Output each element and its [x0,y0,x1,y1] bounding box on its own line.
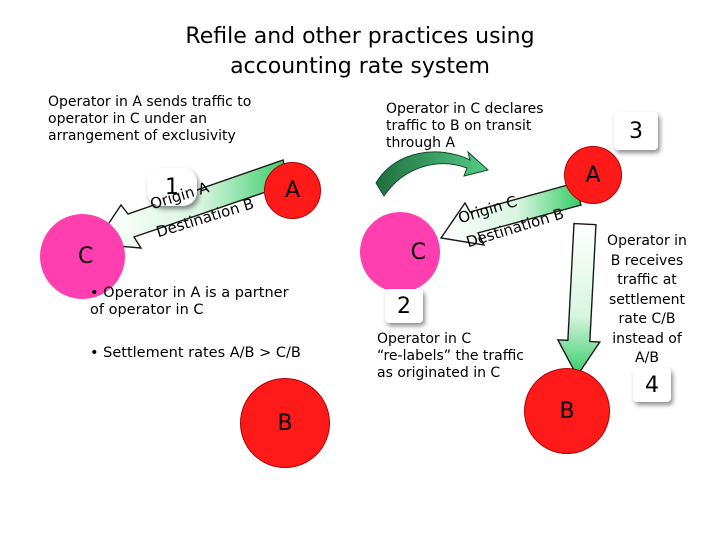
right-node-b-label: B [559,398,575,424]
left-node-b: B [240,378,330,468]
step-4-label: 4 [645,372,659,398]
step-3-label: 3 [629,118,643,144]
right-node-c-label: C [410,239,426,265]
right-description: Operator in C declares traffic to B on t… [386,101,544,151]
step-1-badge: 1 [147,168,197,206]
relabel-note: Operator in C “re-labels” the traffic as… [377,331,524,381]
left-node-c-label: C [78,244,94,269]
right-node-b: B [524,368,610,454]
right-vertical-arrow [556,222,602,378]
bullet-settlement: • Settlement rates A/B > C/B [90,345,301,361]
step-2-badge: 2 [385,289,423,323]
right-node-a: A [564,146,622,204]
right-node-c: C [360,212,440,292]
step-1-label: 1 [165,174,179,200]
relabel-curved-arrow [375,150,490,197]
settlement-note: Operator in B receives traffic at settle… [607,233,687,366]
left-description: Operator in A sends traffic to operator … [48,94,252,144]
step-3-badge: 3 [614,112,658,150]
left-bullets: • Operator in A is a partner of operator… [90,285,350,388]
right-node-a-label: A [585,162,601,188]
left-node-a-label: A [284,178,301,203]
step-2-label: 2 [397,293,411,319]
left-node-b-label: B [277,410,293,436]
step-4-badge: 4 [633,368,671,402]
left-node-a: A [264,162,321,219]
bullet-partner: • Operator in A is a partner of operator… [90,285,289,318]
left-node-c: C [40,214,125,299]
right-flow-arrow [439,182,582,246]
page-title: Refile and other practices using account… [185,24,535,79]
